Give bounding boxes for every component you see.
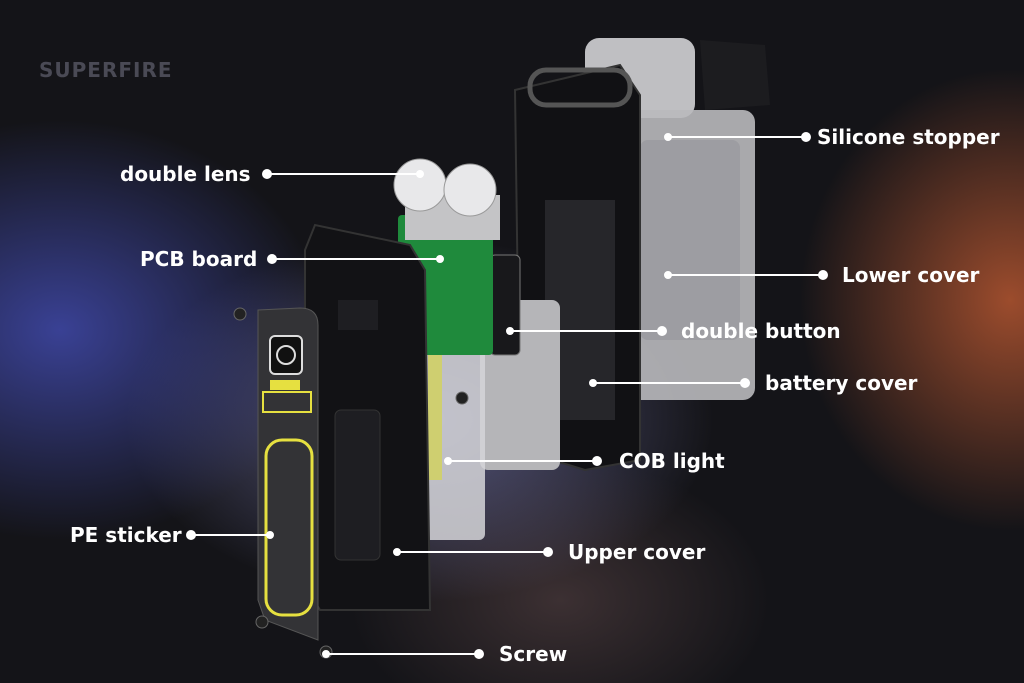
cob-light-part xyxy=(420,330,485,540)
label-screw: Screw xyxy=(499,642,568,666)
leader-lines xyxy=(186,132,828,659)
label-pe-sticker: PE sticker xyxy=(70,523,182,547)
label-double-button: double button xyxy=(681,319,841,343)
pe-sticker-part xyxy=(257,307,319,641)
power-icon xyxy=(269,335,303,375)
upper-cover-part xyxy=(304,223,432,611)
label-battery-cover: battery cover xyxy=(765,371,918,395)
label-double-lens: double lens xyxy=(120,162,251,186)
label-lower-cover: Lower cover xyxy=(842,263,980,287)
label-upper-cover: Upper cover xyxy=(568,540,706,564)
label-pcb-board: PCB board xyxy=(140,247,258,271)
label-cob-light: COB light xyxy=(619,449,725,473)
brand-logo: SUPERFIRE xyxy=(39,58,173,82)
double-lens-part xyxy=(393,158,500,240)
double-button-part xyxy=(489,254,521,356)
label-silicone-stopper: Silicone stopper xyxy=(817,125,1000,149)
screw-parts xyxy=(233,307,469,659)
